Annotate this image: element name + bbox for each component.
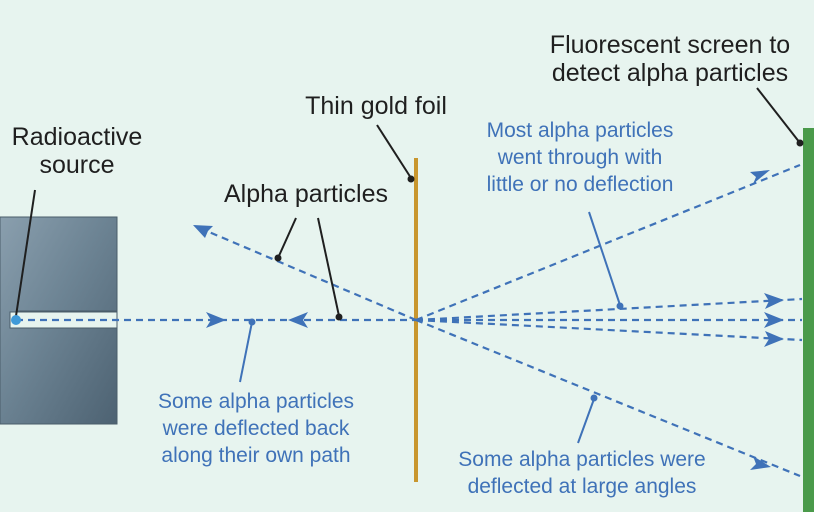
arrowhead-slight-down (764, 331, 784, 347)
label-large-line1: Some alpha particles were (458, 448, 706, 471)
label-most-line1: Most alpha particles (486, 119, 674, 142)
ray-large-angle (415, 318, 801, 478)
arrowhead-up (750, 170, 770, 184)
label-most-line2: went through with (497, 146, 663, 169)
leader-alpha-a (277, 217, 297, 259)
dot-foil (407, 175, 415, 183)
label-large-line2: deflected at large angles (467, 475, 697, 498)
label-radioactive-source: Radioactive source (2, 123, 152, 179)
arrowhead-straight (764, 312, 784, 328)
label-fluorescent-screen: Fluorescent screen to detect alpha parti… (530, 31, 810, 87)
dot-most (616, 302, 624, 310)
leader-most (588, 211, 621, 306)
label-screen-line1: Fluorescent screen to (549, 31, 791, 59)
leader-alpha-b (317, 217, 340, 317)
dot-source (11, 315, 21, 325)
label-deflected-back: Some alpha particles were deflected back… (140, 388, 372, 469)
leader-back (239, 321, 253, 383)
dot-alpha-b (335, 313, 343, 321)
leader-screen (756, 87, 801, 144)
label-source-line1: Radioactive (11, 123, 143, 151)
arrowhead-incoming (206, 312, 226, 328)
dot-back (248, 318, 256, 326)
dot-screen (796, 139, 804, 147)
ray-slight-up (415, 297, 803, 322)
ray-up (415, 163, 801, 322)
fluorescent-screen (803, 128, 814, 512)
arrowhead-slight-up (764, 293, 784, 309)
label-alpha-particles: Alpha particles (224, 180, 388, 208)
ray-back-deflected (194, 224, 417, 322)
label-screen-line2: detect alpha particles (551, 59, 789, 87)
label-most-line3: little or no deflection (486, 173, 674, 196)
arrowhead-back-deflected (193, 225, 213, 238)
dot-large (590, 394, 598, 402)
leader-source (15, 189, 36, 317)
leader-large (577, 398, 595, 444)
label-large-angles: Some alpha particles were deflected at l… (440, 446, 724, 500)
label-back-line3: along their own path (161, 444, 351, 467)
label-most-alpha: Most alpha particles went through with l… (460, 117, 700, 198)
label-gold-foil: Thin gold foil (305, 92, 447, 120)
dot-alpha-a (274, 254, 282, 262)
arrowhead-return (288, 312, 308, 328)
label-source-line2: source (39, 151, 115, 179)
leader-foil (376, 124, 412, 179)
arrowhead-large-angle (750, 456, 771, 470)
label-back-line2: were deflected back (162, 417, 350, 440)
ray-slight-down (415, 318, 803, 342)
label-back-line1: Some alpha particles (157, 390, 355, 413)
